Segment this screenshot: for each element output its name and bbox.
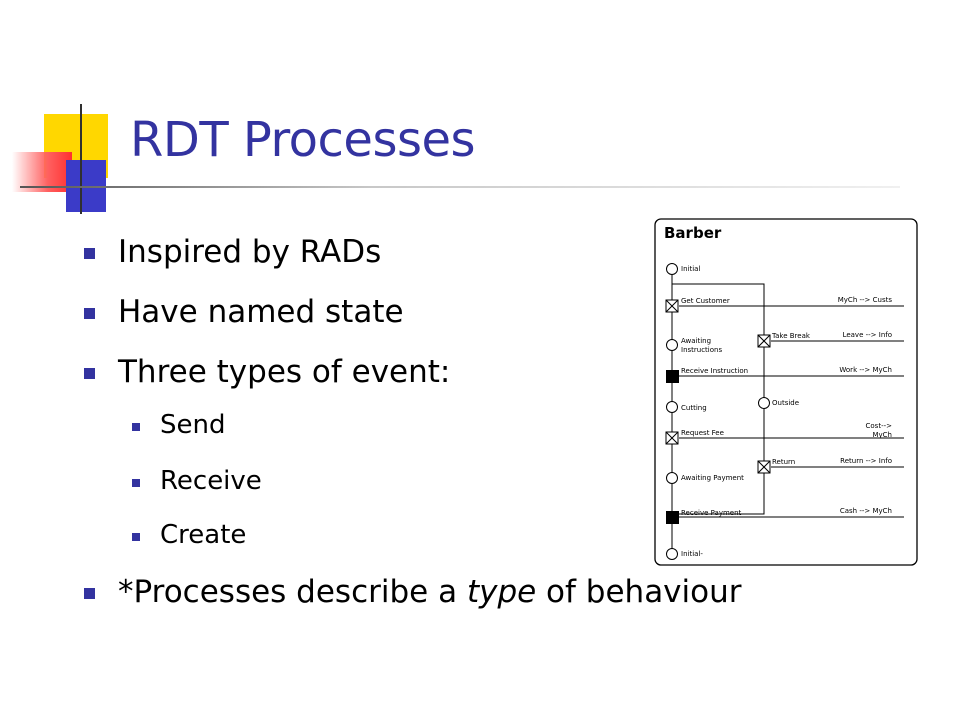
event-label: Get Customer — [681, 297, 730, 305]
message-label: Return --> Info — [840, 457, 892, 465]
barber-process-diagram: Barber Initial Get Customer Awaiting Ins… — [654, 218, 918, 566]
bullet-text: Three types of event: — [118, 354, 451, 390]
slide-title: RDT Processes — [130, 112, 476, 168]
state-circle — [666, 472, 678, 484]
event-label: Request Fee — [681, 429, 724, 437]
bullet-marker — [84, 308, 95, 319]
title-underline — [20, 186, 900, 188]
decor-vertical-line — [80, 104, 82, 214]
bullet-marker — [84, 368, 95, 379]
send-event-box — [757, 334, 771, 348]
state-circle — [666, 263, 678, 275]
send-event-box — [665, 299, 679, 313]
state-circle — [666, 339, 678, 351]
state-circle — [666, 548, 678, 560]
receive-event-box — [666, 511, 679, 524]
bullet-item: *Processes describe a type of behaviour — [84, 574, 742, 610]
sub-bullet-text: Receive — [160, 466, 262, 496]
message-label: Leave --> Info — [843, 331, 892, 339]
state-label: Awaiting Payment — [681, 474, 744, 482]
event-label: Receive Payment — [681, 509, 742, 517]
state-label: Awaiting — [681, 337, 711, 345]
sub-bullet-item: Send — [132, 410, 226, 440]
sub-bullet-marker — [132, 423, 140, 431]
state-label: Cutting — [681, 404, 707, 412]
sub-bullet-item: Create — [132, 520, 247, 550]
sub-bullet-marker — [132, 479, 140, 487]
message-label: Cost--> — [866, 422, 893, 430]
message-label: Work --> MyCh — [839, 366, 892, 374]
sub-bullet-marker — [132, 533, 140, 541]
message-label: Cash --> MyCh — [840, 507, 892, 515]
message-label: MyCh --> Custs — [838, 296, 893, 304]
state-label: Instructions — [681, 346, 722, 354]
state-circle — [666, 401, 678, 413]
side-event-label: Take Break — [771, 332, 811, 340]
side-state-label: Outside — [772, 399, 799, 407]
bullet-marker — [84, 248, 95, 259]
sub-bullet-item: Receive — [132, 466, 262, 496]
bullet-item: Have named state — [84, 294, 404, 330]
sub-bullet-text: Create — [160, 520, 247, 550]
bullet-text-before: *Processes describe a — [118, 574, 467, 610]
bullet-text-after: of behaviour — [536, 574, 742, 610]
side-event-label: Return — [772, 458, 795, 466]
bullet-text: Have named state — [118, 294, 404, 330]
side-state-circle — [758, 397, 770, 409]
state-label: Initial- — [681, 550, 703, 558]
state-label: Initial — [681, 265, 700, 273]
sub-bullet-text: Send — [160, 410, 226, 440]
bullet-text: Inspired by RADs — [118, 234, 382, 270]
send-event-box — [665, 431, 679, 445]
bullet-marker — [84, 588, 95, 599]
bullet-text-emphasis: type — [466, 574, 537, 610]
bullet-item: Inspired by RADs — [84, 234, 382, 270]
event-label: Receive Instruction — [681, 367, 748, 375]
diagram-title: Barber — [664, 224, 722, 242]
send-event-box — [757, 460, 771, 474]
receive-event-box — [666, 370, 679, 383]
bullet-item: Three types of event: — [84, 354, 451, 390]
decor-red-square — [12, 152, 72, 192]
message-label: MyCh — [872, 431, 892, 439]
